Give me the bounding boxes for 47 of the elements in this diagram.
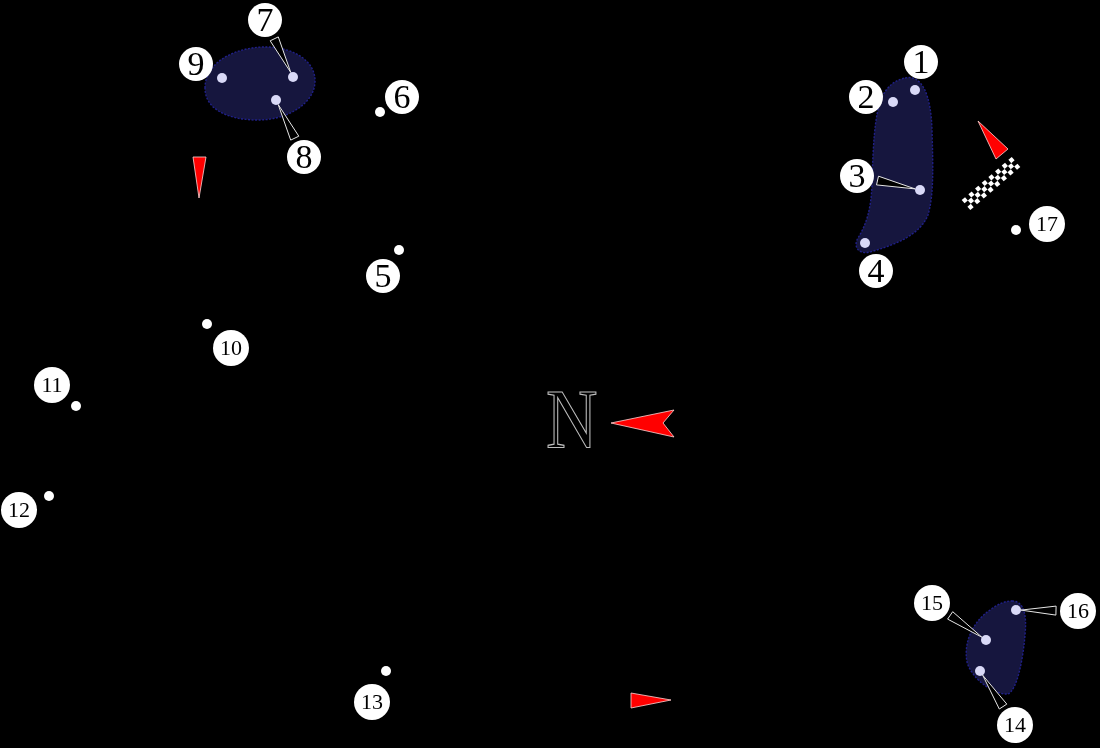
turn-number: 1 [912,45,930,79]
turn-number: 14 [1004,714,1026,736]
turn-number: 6 [393,80,411,114]
turn-marker [354,684,390,720]
turn-number: 10 [220,337,242,359]
turn-number: 13 [361,691,383,713]
turn-marker [859,254,893,288]
leader-line [876,175,916,190]
turn-marker [366,259,400,293]
marker-dot [981,635,991,645]
leader-line [269,36,292,73]
marker-dot [271,95,281,105]
north-label: N [546,390,598,450]
leader-line [982,674,1008,710]
turn-marker [840,159,874,193]
turn-number: 12 [8,499,30,521]
leader-line [1020,605,1057,616]
marker-dot [915,185,925,195]
turn-marker [1060,593,1096,629]
turn-marker [1,492,37,528]
turn-marker [385,80,419,114]
leader-line [277,104,300,141]
turn-number: 7 [256,3,274,37]
leader-line [947,611,983,638]
turn-marker [1029,206,1065,242]
turn-number: 16 [1067,600,1089,622]
turn-marker [34,367,70,403]
turn-number: 3 [848,159,866,193]
marker-dot [975,666,985,676]
turn-number: 8 [295,140,313,174]
turn-number: 9 [187,47,205,81]
turn-number: 4 [867,254,885,288]
turn-number: 17 [1036,213,1058,235]
turn-marker [179,47,213,81]
turn-marker [213,330,249,366]
turn-marker [248,3,282,37]
marker-dot [288,72,298,82]
turn-marker [997,707,1033,743]
marker-dot [1011,605,1021,615]
turn-number: 11 [41,374,63,396]
turn-number: 15 [921,592,943,614]
turn-marker [287,140,321,174]
turn-number: 2 [857,80,875,114]
turn-marker [914,585,950,621]
turn-marker [849,80,883,114]
turn-marker [904,45,938,79]
turn-number: 5 [374,259,392,293]
